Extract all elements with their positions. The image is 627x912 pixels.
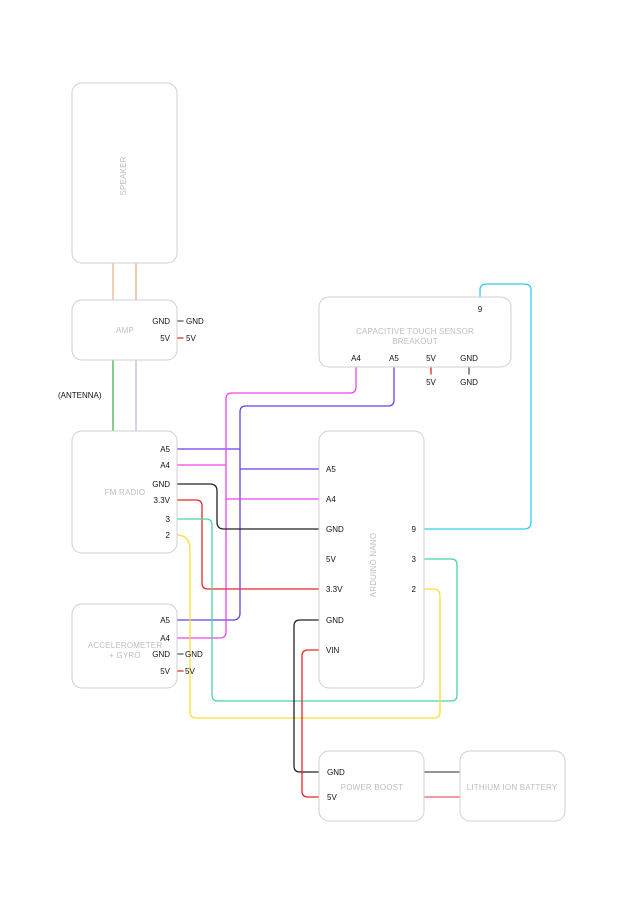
amp-label: AMP <box>116 326 134 335</box>
amp-pin-5v: 5V <box>160 334 170 343</box>
fm-pin-a5: A5 <box>160 445 170 454</box>
touch-ext-5v: 5V <box>426 378 436 387</box>
accel-pin-5v: 5V <box>160 667 170 676</box>
nano-gnd-boost-wire <box>293 619 323 773</box>
nano-pin-9: 9 <box>412 525 417 534</box>
nano-pin-vin: VIN <box>326 646 340 655</box>
accelerometer-label-2: + GYRO <box>109 651 141 660</box>
pin3-wire <box>175 518 458 702</box>
arduino-nano-box <box>318 430 425 689</box>
accel-ext-5v: 5V <box>185 667 195 676</box>
fm-3v3-wire <box>175 499 321 590</box>
nano-pin-gnd: GND <box>326 525 344 534</box>
touch-a5-wire <box>175 366 395 621</box>
pin-labels: GND GND 5V 5V 9 A4 A5 5V GND 5V GND A5 A… <box>152 305 483 802</box>
fm-gnd-wire <box>175 483 321 530</box>
accel-pin-a4: A4 <box>160 634 170 643</box>
nano-pin-gnd-2: GND <box>326 616 344 625</box>
accelerometer-label-1: ACCELEROMETER <box>88 641 163 650</box>
fm-pin-2: 2 <box>166 531 171 540</box>
accel-pin-gnd: GND <box>152 650 170 659</box>
touch-pin-gnd: GND <box>460 354 478 363</box>
nano-pin-3: 3 <box>412 555 417 564</box>
modules <box>71 82 566 822</box>
boost-pin-gnd: GND <box>327 768 345 777</box>
nano-pin-a4: A4 <box>326 495 336 504</box>
accel-ext-gnd: GND <box>185 650 203 659</box>
battery-label: LITHIUM ION BATTERY <box>467 783 558 792</box>
touch-sensor-box <box>318 296 512 368</box>
nano-pin-a5: A5 <box>326 465 336 474</box>
touch-pin-a4: A4 <box>351 354 361 363</box>
amp-ext-gnd: GND <box>186 317 204 326</box>
antenna-label: (ANTENNA) <box>58 391 102 400</box>
fm-pin-3v3: 3.3V <box>154 496 171 505</box>
amp-pin-gnd: GND <box>152 317 170 326</box>
fm-pin-a4: A4 <box>160 461 170 470</box>
nano-pin-2: 2 <box>412 585 417 594</box>
power-boost-box <box>318 750 425 822</box>
module-labels: SPEAKER AMP CAPACITIVE TOUCH SENSOR BREA… <box>58 156 558 792</box>
touch-a4-wire <box>175 366 357 639</box>
accel-pin-a5: A5 <box>160 616 170 625</box>
pin9-wire <box>421 283 532 530</box>
nano-pin-3v3: 3.3V <box>326 585 343 594</box>
touch-ext-gnd: GND <box>460 378 478 387</box>
amp-box <box>71 299 178 361</box>
fm-pin-gnd: GND <box>152 480 170 489</box>
power-boost-label: POWER BOOST <box>341 783 404 792</box>
speaker-box <box>71 82 178 264</box>
touch-pin-a5: A5 <box>389 354 399 363</box>
accelerometer-box <box>71 603 178 689</box>
amp-ext-5v: 5V <box>186 334 196 343</box>
touch-sensor-label-2: BREAKOUT <box>392 337 438 346</box>
arduino-nano-label: ARDUINO NANO <box>369 533 378 598</box>
nano-pin-5v: 5V <box>326 555 336 564</box>
wires <box>112 261 532 798</box>
fm-radio-label: FM RADIO <box>105 488 146 497</box>
fm-radio-box <box>71 430 178 554</box>
battery-box <box>459 750 566 822</box>
touch-sensor-label-1: CAPACITIVE TOUCH SENSOR <box>356 327 474 336</box>
nano-vin-boost-wire <box>301 649 323 798</box>
touch-pin-9: 9 <box>478 305 483 314</box>
fm-pin-3: 3 <box>166 515 171 524</box>
speaker-label: SPEAKER <box>119 156 128 195</box>
pin2-wire <box>175 534 441 719</box>
boost-pin-5v: 5V <box>327 793 337 802</box>
touch-pin-5v: 5V <box>426 354 436 363</box>
